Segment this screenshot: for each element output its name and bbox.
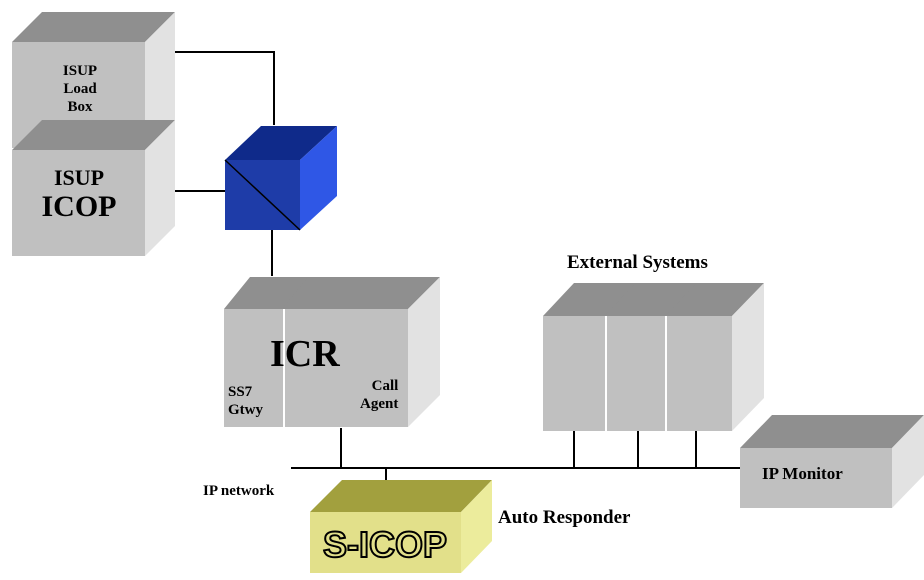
- call-agent-line-1: Call: [371, 378, 399, 394]
- call-agent-top: [282, 277, 440, 309]
- line-load-box-to-switch: [165, 51, 275, 125]
- isup-load-box-label: ISUP Load Box: [54, 62, 106, 116]
- s-icop-label: S-ICOP: [323, 524, 447, 565]
- external-system-1: [543, 283, 639, 431]
- ss7-gateway-front: [224, 309, 288, 427]
- call-agent-box: [282, 277, 440, 427]
- external-system-3-side: [732, 283, 764, 431]
- isup-icop-line-2: ICOP: [41, 190, 117, 224]
- call-agent-front: [282, 309, 408, 427]
- auto-responder-label: Auto Responder: [498, 507, 631, 528]
- ss7-gtwy-label: SS7 Gtwy: [228, 383, 263, 419]
- ss7-gtwy-line-1: SS7: [228, 384, 253, 400]
- ss7-gtwy-line-2: Gtwy: [228, 402, 263, 418]
- call-agent-label: Call Agent: [360, 377, 398, 413]
- s-icop-box: S-ICOP: [310, 480, 492, 573]
- s-icop-front: [310, 512, 461, 573]
- isup-icop-line-1: ISUP: [53, 165, 105, 190]
- ip-monitor-side: [892, 415, 924, 508]
- external-system-1-front: [543, 316, 607, 431]
- s-icop-side: [461, 480, 492, 573]
- external-systems-label: External Systems: [567, 252, 708, 273]
- isup-load-box-line-1: ISUP: [62, 63, 98, 79]
- ip-monitor-front: [740, 448, 892, 508]
- isup-load-box-line-2: Load: [63, 81, 97, 97]
- external-system-3-front: [665, 316, 732, 431]
- connections: [165, 51, 740, 500]
- ip-network-label: IP network: [203, 483, 275, 499]
- ip-monitor-label: IP Monitor: [762, 464, 843, 483]
- external-system-3: [605, 283, 764, 431]
- external-system-2-front: [604, 316, 667, 431]
- isup-icop-box: [12, 120, 175, 256]
- external-system-2-top: [604, 283, 699, 316]
- ip-monitor-box: [740, 415, 924, 508]
- switch-cube-top: [225, 126, 337, 160]
- isup-load-box-side: [145, 12, 175, 150]
- isup-load-box-line-3: Box: [67, 99, 93, 115]
- isup-icop-label: ISUP ICOP: [30, 165, 128, 224]
- s-icop-top: [310, 480, 492, 512]
- ip-monitor-top: [740, 415, 924, 448]
- switch-cube-side: [300, 126, 337, 230]
- external-system-2: [604, 283, 699, 431]
- isup-icop-side: [145, 120, 175, 256]
- isup-load-box-top: [12, 12, 175, 42]
- switch-cube-diagonal: [224, 159, 301, 231]
- call-agent-side: [408, 277, 440, 427]
- external-system-3-top: [665, 283, 764, 316]
- isup-icop-front: [12, 150, 145, 256]
- call-agent-line-2: Agent: [360, 396, 399, 412]
- isup-icop-top: [12, 120, 175, 150]
- switch-cube: [224, 126, 337, 231]
- icr-label: ICR: [270, 333, 340, 375]
